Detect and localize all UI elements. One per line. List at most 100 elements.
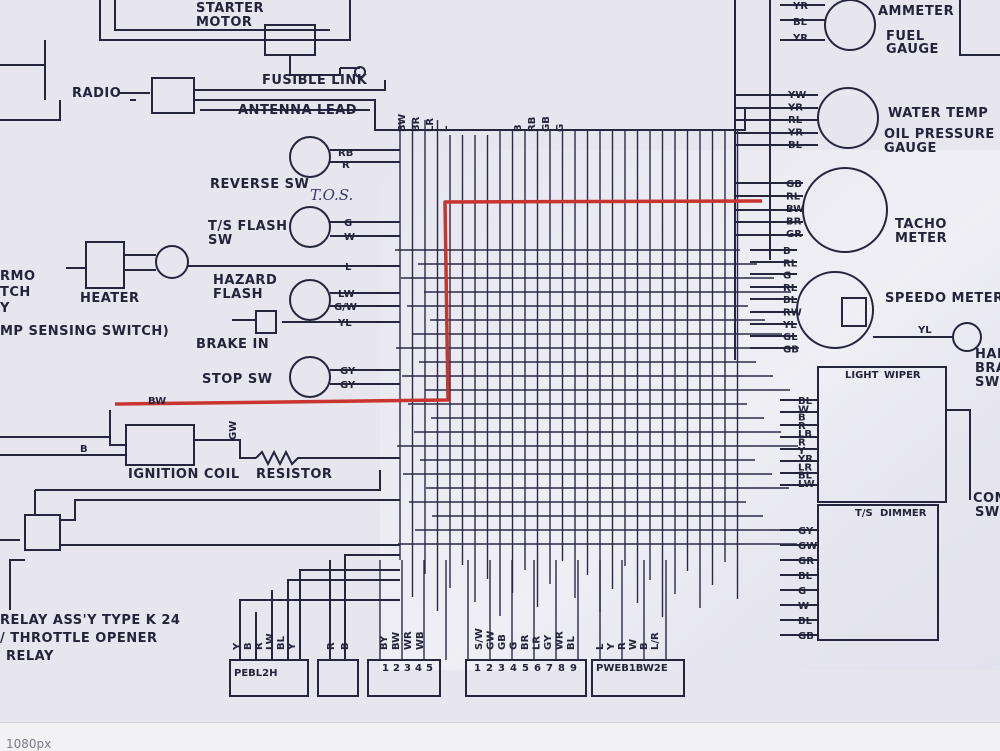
wire-code-stop-2: GY <box>340 380 356 391</box>
wire-code-water: YW <box>787 90 806 101</box>
light-header: LIGHT <box>845 370 879 381</box>
connector-4-wire-code: S/W <box>474 628 485 650</box>
wire-code-speedo: RL <box>783 258 798 269</box>
wire-code-reverse-1: RB <box>338 148 353 159</box>
connector-1-wire-code: BL <box>276 635 287 650</box>
connector-3-pin: 4 <box>415 663 422 674</box>
left-lead <box>0 100 61 121</box>
connector-1-pins: PEBL2H <box>234 668 277 679</box>
starter-inner-line <box>114 0 330 31</box>
wire-code-reverse-2: R <box>342 160 350 171</box>
connector-4-wire-code: GW <box>486 631 497 650</box>
hand-brake-label: HAN <box>975 347 1000 362</box>
combination-switch-lower <box>817 504 939 641</box>
reverse-switch <box>289 136 331 178</box>
heater-box <box>85 241 125 289</box>
connector-2-wires <box>329 554 400 660</box>
connector-5-wire-code: W <box>628 639 639 650</box>
tacho-label-2: METER <box>895 231 947 246</box>
wire-code-water: YR <box>787 128 803 139</box>
water-temp-wires <box>735 94 818 146</box>
connector-4-pin: 8 <box>558 663 565 674</box>
connector-3-pin: 2 <box>393 663 400 674</box>
wire-code-combo-lower: BL <box>798 616 813 627</box>
antenna-lead-label: ANTENNA LEAD <box>238 103 357 118</box>
wire-code-top-bundle: L <box>439 125 450 132</box>
combo-lower-leads <box>780 529 818 636</box>
wire-code-combo-upper: W <box>798 404 809 415</box>
stop-switch-wires <box>330 369 400 385</box>
speedo-lamp-box <box>841 297 867 327</box>
connector-5-wire-code: Y <box>606 642 617 651</box>
connector-4-pin: 6 <box>534 663 541 674</box>
wire-code-tacho: BR <box>786 217 802 228</box>
reverse-sw-label: REVERSE SW <box>210 177 309 192</box>
connector-1-wire-code: Y <box>287 642 298 651</box>
connector-4-wire-code: BL <box>566 635 577 650</box>
connector-4 <box>465 659 587 697</box>
ts-flash-label-2: SW <box>208 233 233 248</box>
wire-code-speedo: YL <box>782 320 797 331</box>
connector-1-wire-code: Y <box>232 642 243 651</box>
thermo-label: RMO <box>0 269 36 284</box>
wire-code-gauge-top: YR <box>792 1 808 12</box>
stop-switch <box>289 356 331 398</box>
wire-code-tacho: BW <box>786 204 804 215</box>
antenna-lead-wires <box>194 80 746 131</box>
fusible-link-terminal <box>354 66 366 78</box>
connector-4-pin: 2 <box>486 663 493 674</box>
connector-4-pin: 5 <box>522 663 529 674</box>
wire-code-gauge-top: YR <box>792 33 808 44</box>
wire-code-top-bundle: GB <box>541 116 552 132</box>
oil-pressure-label-2: GAUGE <box>884 141 937 156</box>
hazard-label-2: FLASH <box>213 287 263 302</box>
throttle-opener-label: / THROTTLE OPENER <box>0 631 158 646</box>
ts-flash-label: T/S FLASH <box>208 219 287 234</box>
temp-sensing-switch-label: MP SENSING SWITCH) <box>0 324 169 339</box>
wire-code-combo-upper: YR <box>797 454 813 465</box>
wire-code-combo-upper: BL <box>798 471 813 482</box>
wire-code-speedo: G <box>783 271 791 282</box>
water-temp-gauge <box>817 87 879 149</box>
relay-box <box>24 514 61 551</box>
wire-code-combo-upper: LR <box>798 462 812 473</box>
wire-code-water: BL <box>788 140 803 151</box>
relay-assy-label: RELAY ASS'Y TYPE K 24 <box>0 613 180 628</box>
stop-sw-label: STOP SW <box>202 372 273 387</box>
wire-code-top-bundle: G <box>555 124 566 132</box>
handwritten-note: T.O.S. <box>310 186 353 204</box>
water-temp-label: WATER TEMP <box>888 106 988 121</box>
ts-header: T/S <box>855 508 873 519</box>
gauge-bus-vertical <box>734 0 771 360</box>
connector-1-wires <box>239 569 400 660</box>
wire-code-heater: L <box>345 262 352 273</box>
speedo-label: SPEEDO METER <box>885 291 1000 306</box>
radio-label: RADIO <box>72 86 121 101</box>
wire-code-top-bundle: BR <box>411 116 422 132</box>
wire-code-speedo: RL <box>783 283 798 294</box>
hand-brake-label-3: SW <box>975 375 1000 390</box>
connector-5-wire-code: L/R <box>650 632 661 650</box>
speedo-meter <box>796 271 874 349</box>
starter-box <box>99 0 351 41</box>
wire-code-combo-lower: GW <box>798 541 817 552</box>
wire-code-combo-lower: W <box>798 601 809 612</box>
thermo-label-2: TCH <box>0 285 31 300</box>
relay-top-wire <box>35 470 381 491</box>
connector-5-pins: PWEB1BW2E <box>596 663 668 674</box>
wire-code-hazard-1: LW <box>338 289 355 300</box>
connector-3-wire-code: WR <box>403 631 414 650</box>
connector-1-wire-code: LW <box>265 633 276 650</box>
connector-2-wire-code: B <box>340 642 351 650</box>
combination-sw-label-2: SW <box>975 505 1000 520</box>
wire-code-combo-upper: LB <box>798 429 812 440</box>
connector-1-wire-code: B <box>243 642 254 650</box>
connector-4-pin: 3 <box>498 663 505 674</box>
hazard-wires <box>282 292 400 323</box>
combination-sw-label: COM <box>973 491 1000 506</box>
connector-3 <box>367 659 441 697</box>
wire-code-ignition-b: B <box>80 444 88 455</box>
wire-code-speedo: GL <box>783 332 798 343</box>
connector-5-wire-code: R <box>617 642 628 650</box>
wire-code-hazard-2: G/W <box>334 302 357 313</box>
